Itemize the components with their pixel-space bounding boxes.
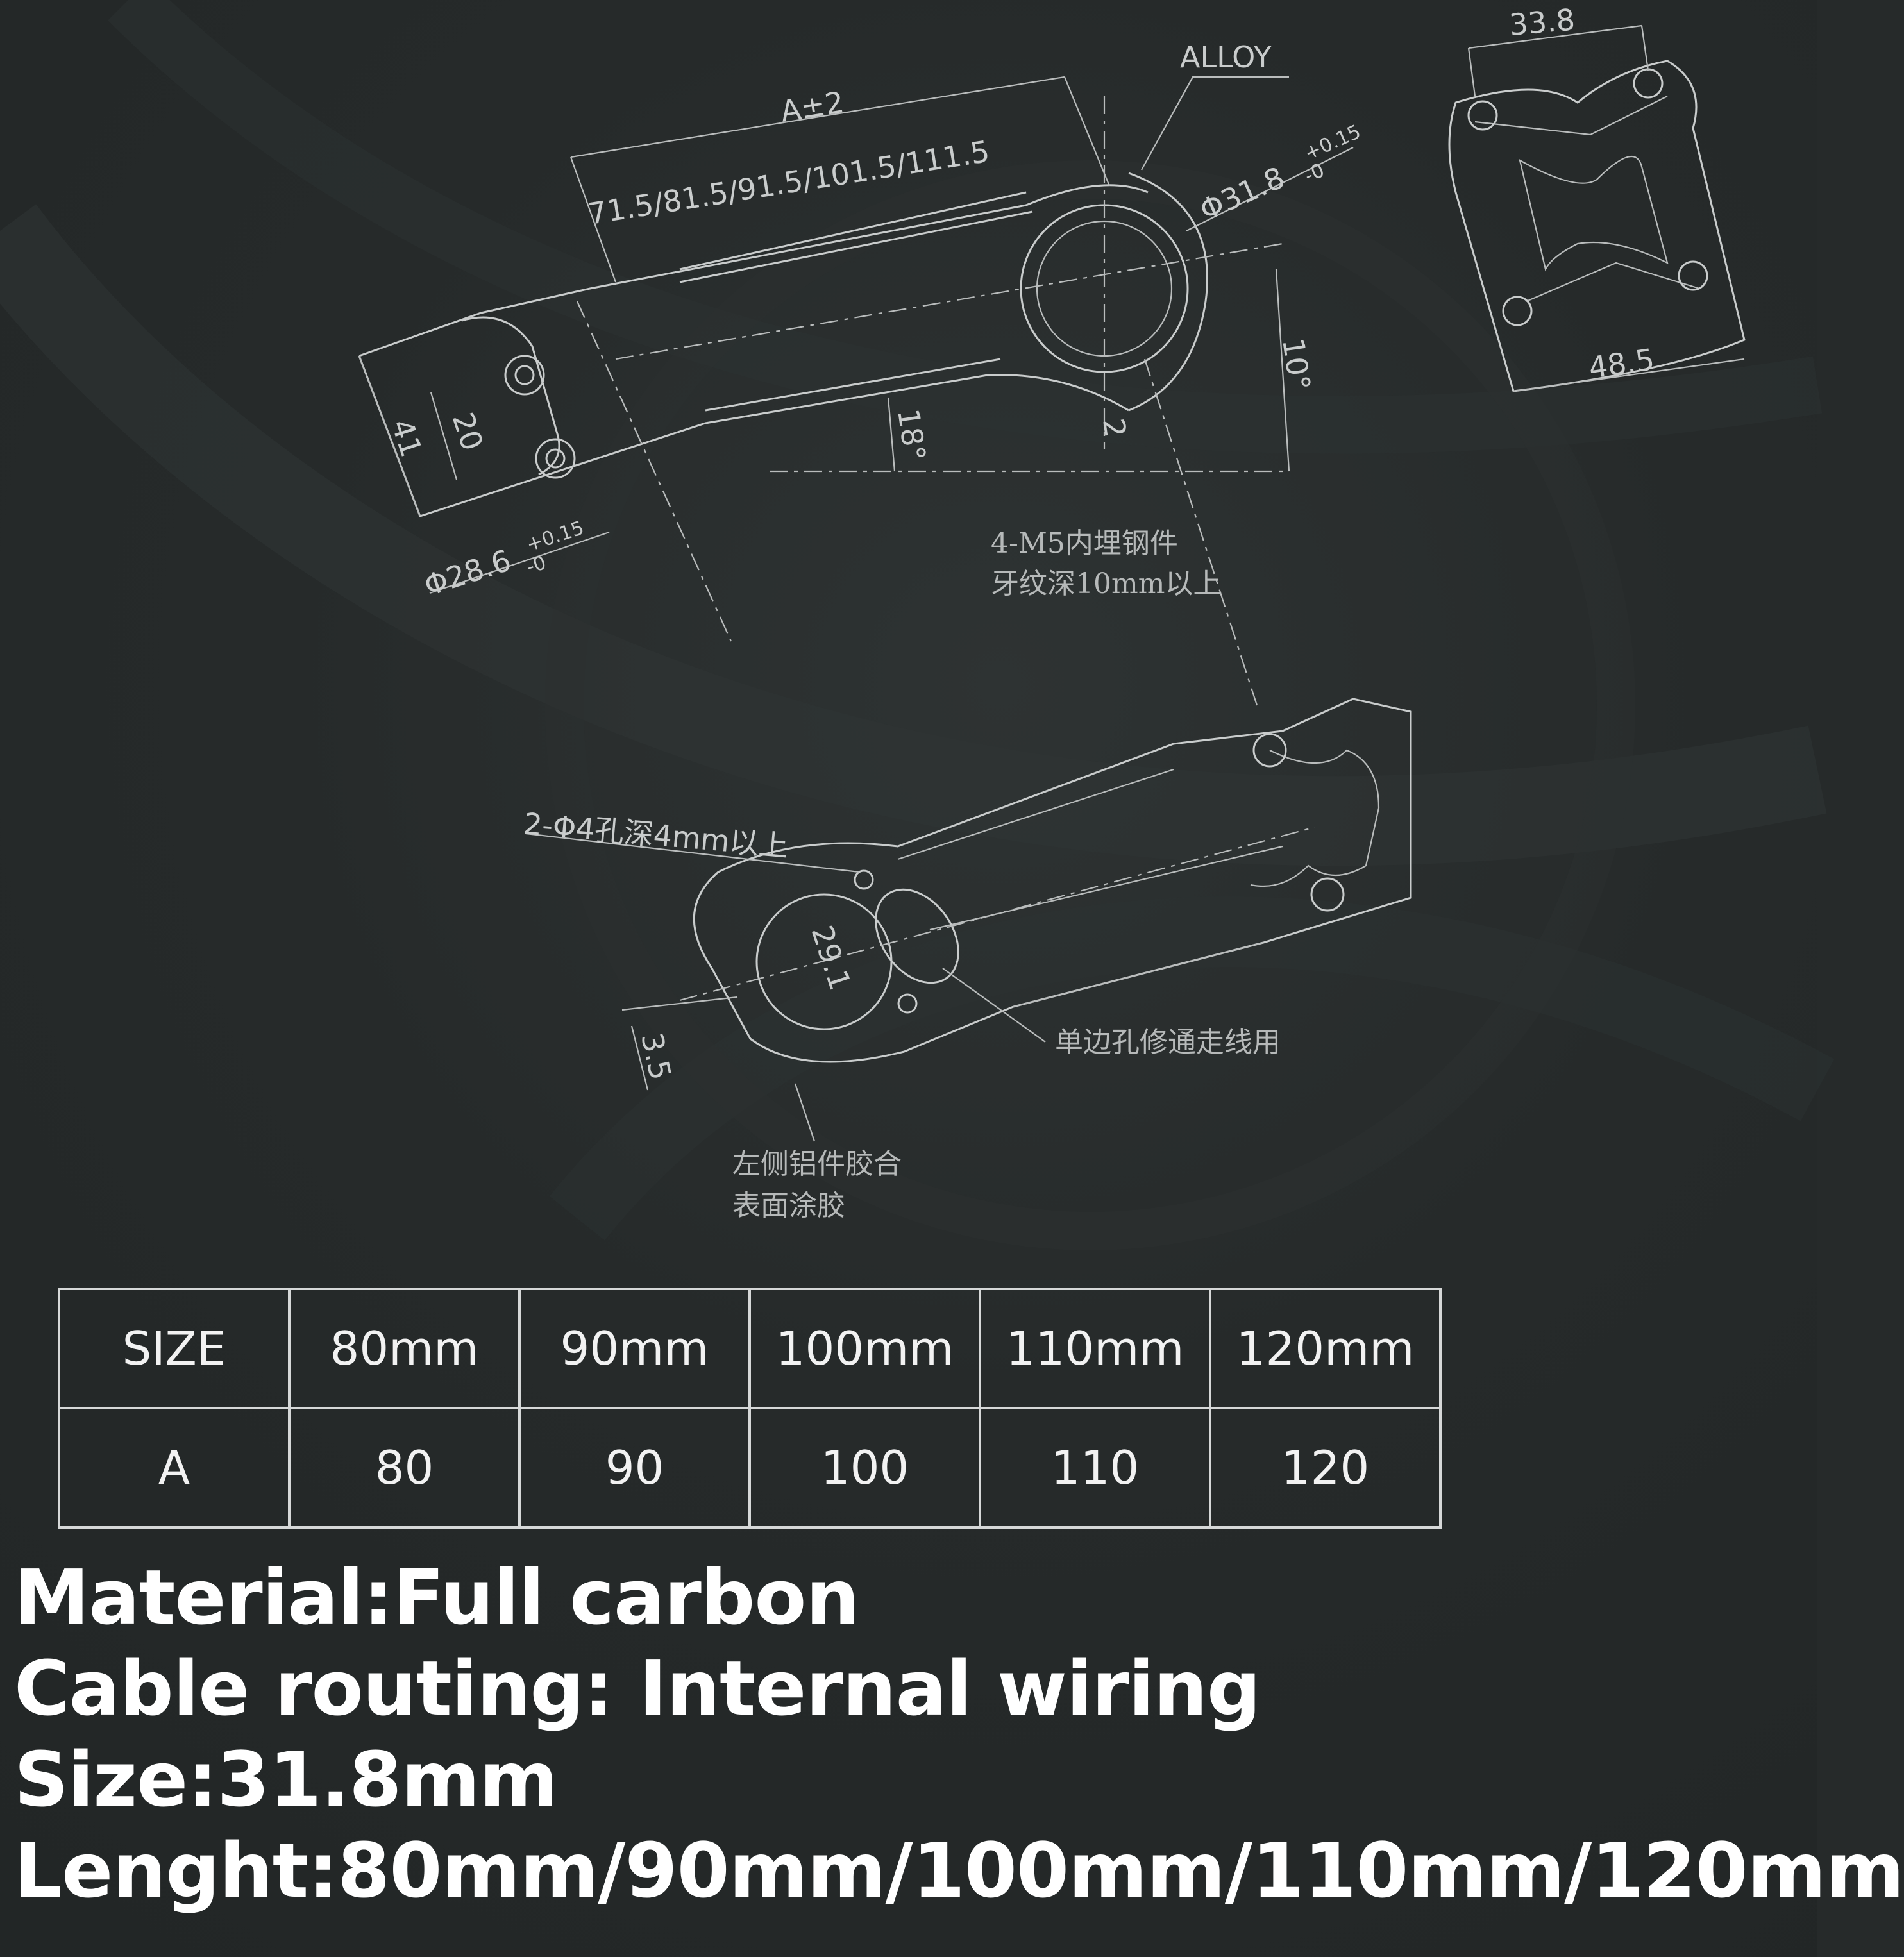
label-note-cable-hole: 单边孔修通走线用	[1055, 1026, 1281, 1059]
bolt-hole-lower-inner	[545, 448, 566, 469]
faceplate-perspective-bolt-top	[1252, 733, 1287, 768]
clamp-diameter-leader	[1186, 147, 1354, 231]
dimension-a-lines	[569, 76, 1111, 283]
size-table-header-cell: 110mm	[979, 1288, 1211, 1409]
faceplate-bolt-top-right	[1633, 68, 1664, 99]
bolt-hole-upper-inner	[514, 365, 535, 385]
steerer-axis	[576, 301, 732, 642]
faceplate-center-cutout	[1519, 156, 1669, 272]
side-view: A±2 71.5/81.5/91.5/101.5/111.5 ALLOY Φ31…	[358, 40, 1364, 706]
stem-bottom-outline-perspective	[693, 698, 1412, 1063]
label-dim-3-5: 3.5	[634, 1030, 678, 1083]
faceplate-dim-bottom-line	[1513, 358, 1745, 392]
cable-hole-note-leader	[942, 968, 1046, 1043]
faceplate-outline	[1448, 60, 1746, 392]
angle-18-line	[887, 397, 896, 472]
label-steerer-tol-lower: -0	[524, 551, 549, 579]
spec-material: Material:Full carbon	[14, 1553, 859, 1642]
bolt-hole-lower	[535, 438, 576, 479]
size-table-header-cell: 80mm	[288, 1288, 521, 1409]
size-table-row: A 80 90 100 110 120	[58, 1407, 1442, 1529]
size-table: SIZE 80mm 90mm 100mm 110mm 120mm A 80 90…	[58, 1288, 1442, 1529]
bolt-hole-upper	[504, 355, 545, 396]
faceplate-perspective-bolt-bottom	[1310, 877, 1345, 912]
label-angle-18: 18°	[891, 407, 932, 463]
dimension-41-20-lines	[358, 355, 458, 517]
faceplate-perspective-outline	[1250, 749, 1380, 887]
alloy-leader-line	[1141, 76, 1289, 171]
stem-technical-drawing: A±2 71.5/81.5/91.5/101.5/111.5 ALLOY Φ31…	[358, 2, 1746, 1222]
label-faceplate-width-top: 33.8	[1508, 2, 1576, 42]
background-swirl-decoration	[0, 0, 1817, 1957]
label-a-tolerance: A±2	[778, 85, 847, 129]
label-note-holes: 2-Φ4孔深4mm以上	[522, 806, 789, 864]
size-table-header-cell: SIZE	[58, 1288, 291, 1409]
label-angle-10: 10°	[1276, 336, 1317, 392]
size-table-header-cell: 120mm	[1209, 1288, 1442, 1409]
faceplate-front-view: 33.8 48.5	[1448, 2, 1746, 392]
size-table-cell: A	[58, 1407, 291, 1529]
stem-body-line-top	[679, 191, 1033, 283]
size-table-cell: 90	[518, 1407, 751, 1529]
glue-note-leader	[794, 1083, 816, 1142]
bottom-view-center-axis	[679, 826, 1315, 1002]
steerer-clamp-outline	[461, 316, 560, 476]
label-note-m5-line1: 4-M5内埋钢件	[991, 527, 1178, 560]
size-table-header-row: SIZE 80mm 90mm 100mm 110mm 120mm	[58, 1288, 1442, 1409]
label-length-series: 71.5/81.5/91.5/101.5/111.5	[586, 134, 991, 231]
stem-bottom-outline	[358, 355, 1129, 517]
cable-routing-slot	[875, 888, 959, 984]
spec-cable-routing: Cable routing: Internal wiring	[14, 1644, 1261, 1733]
label-note-m5-line2: 牙纹深10mm以上	[991, 567, 1221, 600]
label-dim-2: 2	[1096, 416, 1133, 440]
faceplate-side-outline	[1128, 172, 1208, 412]
faceplate-bolt-bottom-right	[1678, 260, 1708, 291]
dimension-3-5-lines	[621, 996, 738, 1091]
angle-10-line	[1275, 269, 1290, 472]
spec-list: Material:Full carbon Cable routing: Inte…	[14, 1552, 1904, 1916]
label-alloy: ALLOY	[1180, 40, 1272, 74]
stem-top-outline	[358, 184, 1149, 357]
label-clamp-diameter: Φ31.8	[1195, 160, 1290, 228]
size-table-cell: 110	[979, 1407, 1211, 1529]
label-clamp-tol-lower: -0	[1301, 159, 1328, 187]
leader-to-bottom-view	[1143, 358, 1258, 706]
spec-size: Size:31.8mm	[14, 1735, 558, 1824]
label-note-glue-line1: 左侧铝件胶合	[732, 1148, 902, 1180]
faceplate-inner-lines	[1474, 96, 1700, 303]
label-note-glue-line2: 表面涂胶	[732, 1189, 845, 1222]
size-table-cell: 120	[1209, 1407, 1442, 1529]
label-faceplate-width-bottom: 48.5	[1587, 342, 1656, 385]
faceplate-bolt-top-left	[1467, 100, 1498, 131]
size-table-header-cell: 90mm	[518, 1288, 751, 1409]
size-table-cell: 100	[748, 1407, 981, 1529]
size-table-cell: 80	[288, 1407, 521, 1529]
label-dim-20: 20	[446, 408, 490, 455]
label-dim-41: 41	[385, 415, 429, 461]
spec-length: Lenght:80mm/90mm/100mm/110mm/120mm	[14, 1826, 1904, 1915]
steerer-diameter-leader	[429, 531, 610, 594]
faceplate-bolt-bottom-left	[1502, 296, 1533, 326]
faceplate-dim-top-lines	[1467, 24, 1649, 97]
holes-note-leader	[525, 832, 860, 873]
bottom-perspective-view: 2-Φ4孔深4mm以上 29.1 3.5 单边孔修通走线用 左侧铝件胶合 表面涂…	[522, 698, 1412, 1222]
stem-center-axis	[615, 242, 1283, 360]
stem-body-line-bottom	[705, 358, 1001, 412]
size-table-header-cell: 100mm	[748, 1288, 981, 1409]
label-steerer-diameter: Φ28.6	[420, 542, 516, 603]
hole-4mm-upper	[854, 869, 874, 890]
hole-4mm-lower	[897, 993, 918, 1014]
label-dim-29-1: 29.1	[805, 921, 858, 995]
